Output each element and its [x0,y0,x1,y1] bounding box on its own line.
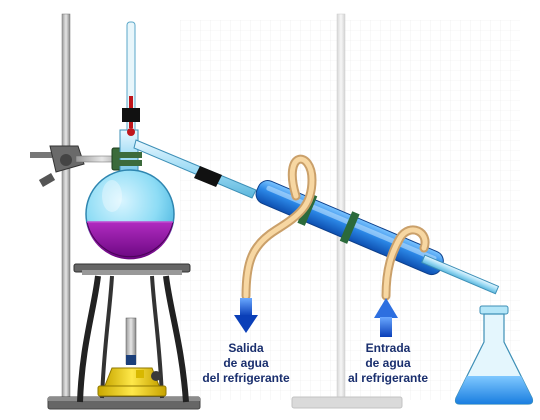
inlet-label-line-2: de agua [365,356,411,370]
round-bottom-flask [85,129,175,260]
outlet-label: Salida de agua del refrigerante [196,341,296,386]
outlet-label-line-2: de agua [223,356,269,370]
inlet-flow-arrow [374,298,398,337]
tripod-stand [73,263,191,403]
erlenmeyer-flask-icon [454,305,534,405]
background-grid [180,20,520,400]
inlet-label-line-3: al refrigerante [347,371,429,385]
outlet-label-line-3: del refrigerante [202,371,290,385]
outlet-label-line-1: Salida [228,341,264,355]
inlet-label-line-1: Entrada [365,341,411,355]
cooling-water-hoses [241,154,430,301]
thermometer-icon [122,21,140,136]
left-support-stand [47,13,201,410]
right-support-stand [291,13,403,409]
distillation-side-arm [133,139,257,199]
outlet-flow-arrow [234,298,258,333]
inlet-label: Entrada de agua al refrigerante [338,341,438,386]
burner-icon [97,317,167,397]
